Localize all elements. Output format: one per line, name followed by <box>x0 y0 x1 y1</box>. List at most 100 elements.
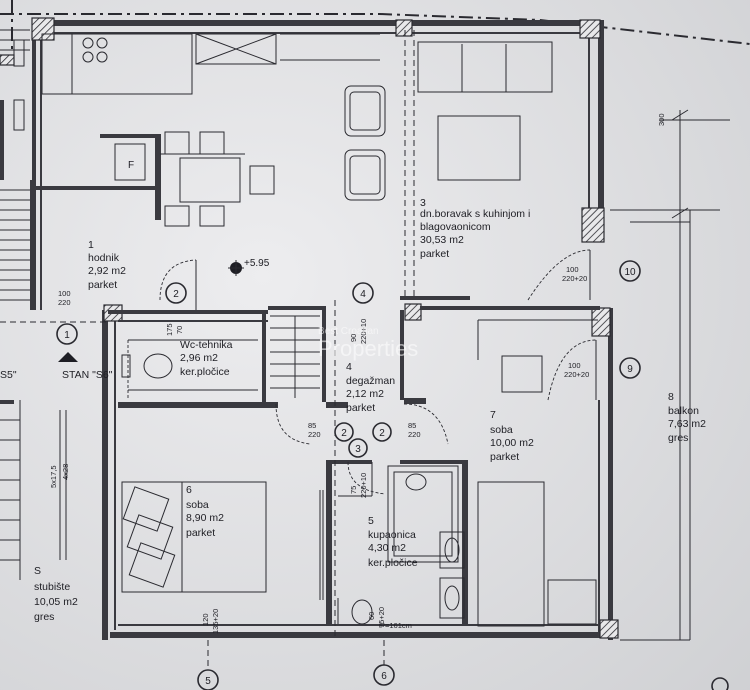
svg-text:parket: parket <box>346 402 375 414</box>
svg-text:blagovaonicom: blagovaonicom <box>420 221 491 233</box>
svg-text:220+20: 220+20 <box>562 274 587 283</box>
elevation-label: +5.95 <box>244 258 270 269</box>
room-label-kupaonica: 5 kupaonica 4,30 m2 ker.pločice <box>368 515 418 569</box>
marker-2-right: 2 <box>379 428 385 439</box>
svg-text:10,00 m2: 10,00 m2 <box>490 437 534 449</box>
wc-fixtures <box>121 339 258 400</box>
armchairs <box>344 85 386 201</box>
room-label-soba-6: 6 soba 8,90 m2 parket <box>186 484 224 539</box>
balcony <box>610 209 691 641</box>
svg-text:soba: soba <box>186 499 209 511</box>
svg-text:4,30 m2: 4,30 m2 <box>368 542 406 554</box>
svg-text:60: 60 <box>367 612 376 620</box>
svg-text:7: 7 <box>490 409 496 421</box>
marker-2-left: 2 <box>341 428 347 439</box>
door-dims: 100 220 175 70 90 220+10 85 220 85 220 7… <box>58 265 589 634</box>
interior-walls <box>0 100 600 626</box>
bed-soba-7 <box>477 319 598 627</box>
inner-stairs <box>270 315 320 398</box>
svg-text:S: S <box>34 565 41 577</box>
svg-text:220+10: 220+10 <box>359 319 368 344</box>
svg-text:Best Croatian: Best Croatian <box>318 326 379 337</box>
marker-5: 5 <box>205 676 211 687</box>
room-label-hodnik: 1 hodnik 2,92 m2 parket <box>88 239 126 291</box>
room-label-balkon: 8 balkon 7,63 m2 gres <box>668 391 706 444</box>
svg-text:parket: parket <box>490 451 519 463</box>
svg-text:120: 120 <box>201 613 210 626</box>
left-stair-steps <box>0 29 67 580</box>
bed-soba-6 <box>121 481 267 593</box>
svg-text:135+20: 135+20 <box>211 609 220 634</box>
svg-text:kupaonica: kupaonica <box>368 529 416 541</box>
unit-left-label: S5" <box>0 369 17 381</box>
svg-text:Wc-tehnika: Wc-tehnika <box>180 339 233 351</box>
svg-text:100: 100 <box>58 289 71 298</box>
svg-text:220+10: 220+10 <box>359 473 368 498</box>
svg-text:ker.pločice: ker.pločice <box>368 557 418 569</box>
svg-text:F: F <box>128 160 134 171</box>
svg-text:220: 220 <box>58 298 71 307</box>
svg-text:85: 85 <box>408 421 416 430</box>
svg-text:10,05 m2: 10,05 m2 <box>34 596 78 608</box>
stairs-label-1: 5x17,5 <box>49 465 58 488</box>
svg-text:2,12 m2: 2,12 m2 <box>346 388 384 400</box>
svg-text:1: 1 <box>88 239 94 251</box>
svg-text:100: 100 <box>568 361 581 370</box>
room-label-living: 3 dn.boravak s kuhinjom i blagovaonicom … <box>420 197 530 260</box>
svg-text:2,92 m2: 2,92 m2 <box>88 265 126 277</box>
svg-text:dn.boravak s kuhinjom i: dn.boravak s kuhinjom i <box>420 208 530 220</box>
svg-text:hodnik: hodnik <box>88 252 120 264</box>
svg-text:85: 85 <box>308 421 316 430</box>
svg-text:100: 100 <box>566 265 579 274</box>
svg-text:30,53 m2: 30,53 m2 <box>420 234 464 246</box>
svg-text:220: 220 <box>408 430 421 439</box>
svg-text:220+20: 220+20 <box>564 370 589 379</box>
kitchen-counter: F <box>41 33 380 181</box>
dining-table <box>160 131 275 227</box>
marker-2-hall: 2 <box>173 289 179 300</box>
building-outline <box>0 13 750 45</box>
circle-markers: 1 2 4 2 2 3 10 9 5 6 <box>56 260 729 690</box>
svg-text:2,96 m2: 2,96 m2 <box>180 352 218 364</box>
room-label-degazman: 4 degažman 2,12 m2 parket <box>346 361 395 414</box>
svg-text:8: 8 <box>668 391 674 403</box>
svg-text:175: 175 <box>165 323 174 336</box>
room-label-soba-7: 7 soba 10,00 m2 parket <box>490 409 534 463</box>
svg-text:3: 3 <box>420 197 426 209</box>
stairs-label-2: 4x28 <box>61 464 70 480</box>
door-swings <box>159 249 597 600</box>
room-label-stubiste: S stubište 10,05 m2 gres <box>34 565 78 623</box>
marker-9: 9 <box>627 364 633 375</box>
svg-text:gres: gres <box>34 611 54 623</box>
svg-text:stubište: stubište <box>34 581 70 593</box>
svg-text:parket: parket <box>88 279 117 291</box>
svg-text:75+20: 75+20 <box>377 607 386 628</box>
marker-4: 4 <box>360 289 366 300</box>
svg-text:75: 75 <box>349 486 358 494</box>
svg-text:ker.pločice: ker.pločice <box>180 366 230 378</box>
svg-text:degažman: degažman <box>346 375 395 387</box>
svg-text:Properties: Properties <box>318 336 418 361</box>
svg-text:6: 6 <box>186 484 192 496</box>
svg-text:soba: soba <box>490 424 513 436</box>
unit-name-label: STAN "S6" <box>62 369 113 381</box>
svg-text:gres: gres <box>668 432 688 444</box>
svg-text:parket: parket <box>420 248 449 260</box>
svg-text:8,90 m2: 8,90 m2 <box>186 512 224 524</box>
bathroom-fixtures <box>337 465 465 625</box>
svg-text:220: 220 <box>308 430 321 439</box>
living-sofa <box>417 41 553 181</box>
watermark: Best Croatian Properties <box>318 326 418 361</box>
svg-text:70: 70 <box>175 326 184 334</box>
elevation-marker: +5.95 <box>228 258 270 276</box>
svg-text:4: 4 <box>346 361 352 373</box>
dim-300-label: 300 <box>657 113 666 126</box>
svg-text:5: 5 <box>368 515 374 527</box>
unit-entrance-arrow <box>58 352 78 362</box>
svg-text:90: 90 <box>349 334 358 342</box>
marker-6: 6 <box>381 671 387 682</box>
marker-10: 10 <box>624 267 636 278</box>
marker-1: 1 <box>64 330 70 341</box>
